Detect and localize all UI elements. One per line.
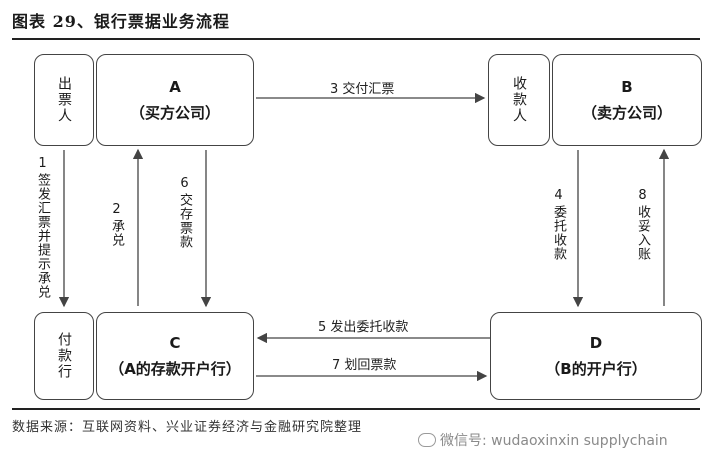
edge-label-5: 5 发出委托收款 [318, 320, 409, 335]
node-a-title: A [169, 77, 181, 96]
node-b-subtitle: （卖方公司） [581, 103, 672, 122]
node-payee: 收款人 [488, 54, 550, 146]
node-b-title: B [621, 77, 633, 96]
edge-label-7: 7 划回票款 [332, 358, 397, 373]
node-drawer-label: 出票人 [56, 76, 72, 124]
wechat-icon [418, 433, 436, 447]
edge-label-2: 2 承兑 [109, 202, 124, 247]
edge-label-3: 3 交付汇票 [330, 82, 395, 97]
node-drawer: 出票人 [34, 54, 94, 146]
node-a-buyer: A （买方公司） [96, 54, 254, 146]
watermark-text: 微信号: wudaoxinxin supplychain [440, 433, 668, 449]
edge-label-8: 8 收妥入账 [635, 188, 650, 261]
node-d-title: D [589, 333, 603, 352]
node-c-subtitle: （A的存款开户行） [109, 359, 241, 378]
data-source-note: 数据来源：互联网资料、兴业证券经济与金融研究院整理 [12, 420, 363, 435]
node-b-seller: B （卖方公司） [552, 54, 702, 146]
node-c-title: C [169, 333, 181, 352]
node-payer-bank: 付款行 [34, 312, 94, 400]
title-divider [12, 38, 700, 40]
edge-label-4: 4 委托收款 [551, 188, 566, 261]
edge-label-6: 6 交存票款 [177, 176, 192, 249]
node-payer-label: 付款行 [56, 332, 72, 380]
node-payee-label: 收款人 [511, 76, 527, 124]
node-c-bank: C （A的存款开户行） [96, 312, 254, 400]
node-d-subtitle: （B的开户行） [545, 359, 647, 378]
edge-label-1: 1 签发汇票并提示承兑 [35, 156, 50, 299]
footer-divider [12, 408, 700, 410]
watermark: 微信号: wudaoxinxin supplychain [418, 430, 668, 450]
node-a-subtitle: （买方公司） [129, 103, 220, 122]
page-title: 图表 29、银行票据业务流程 [12, 12, 230, 31]
node-d-bank: D （B的开户行） [490, 312, 702, 400]
